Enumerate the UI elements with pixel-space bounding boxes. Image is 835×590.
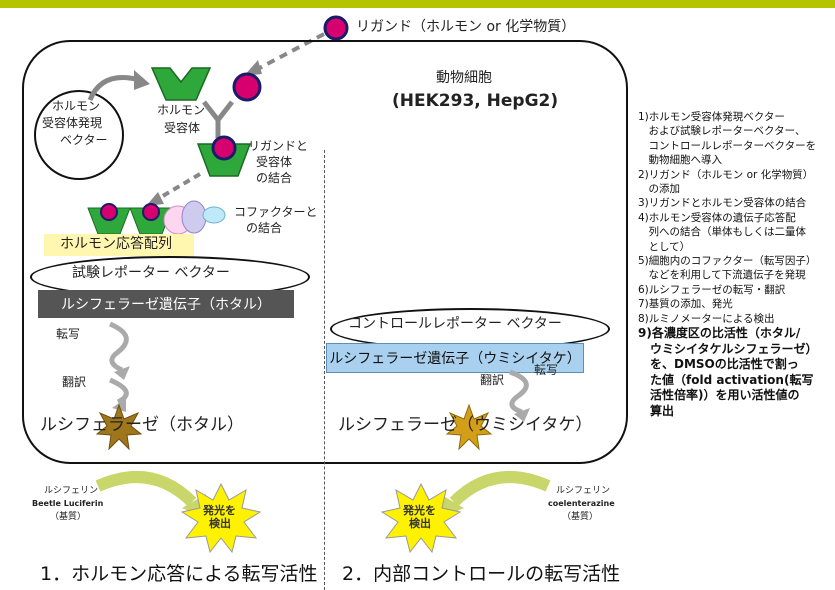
step-item: の添加	[638, 183, 680, 196]
cofactor-label-1: コファクターと	[234, 205, 318, 219]
ligand-icon	[232, 72, 262, 102]
transcription-arrow-icon	[509, 369, 530, 422]
cofactor-icon	[163, 200, 226, 235]
step-item-bold: ウミシイタケルシフェラーゼ）	[638, 341, 818, 356]
binding-label-3: の結合	[256, 171, 293, 185]
caption-right: 2．内部コントロールの転写活性	[342, 563, 621, 585]
receptor-vector-line2: 受容体発現	[42, 116, 103, 130]
detect-label-right-2: 検出	[409, 517, 431, 530]
substrate-left-name: Beetle Luciferin	[32, 499, 104, 508]
curved-arrow-icon	[87, 70, 150, 102]
step-item: 列への結合（単体もしくは二量体	[638, 226, 806, 239]
step-item: および試験レポーターベクター、	[638, 125, 806, 138]
step-item-bold: 9)各濃度区の比活性（ホタル/	[638, 326, 801, 341]
bound-receptor-icon	[196, 135, 252, 177]
step-item: 1)ホルモン受容体発現ベクター	[638, 111, 785, 123]
arrow-icon	[202, 100, 234, 138]
receptor-label-2: 受容体	[164, 121, 201, 135]
response-element-label: ホルモン応答配列	[60, 236, 172, 252]
firefly-luciferase-label: ルシフェラーゼ（ホタル）	[40, 415, 244, 435]
transcription-arrow-icon	[108, 321, 130, 412]
step-item-bold: を、DMSOの比活性で割っ	[638, 357, 799, 372]
receptor-vector-line3: ベクター	[60, 133, 108, 147]
step-item: 5)細胞内のコファクター（転写因子）	[638, 255, 817, 268]
cell-lines: (HEK293, HepG2)	[392, 91, 559, 111]
step-item-bold: 算出	[638, 403, 675, 418]
control-vector-label: コントロールレポーター ベクター	[348, 316, 562, 332]
step-item: 6)ルシフェラーゼの転写・翻訳	[638, 283, 786, 296]
ligand-label: リガンド（ホルモン or 化学物質）	[356, 19, 576, 35]
cofactor-label-2: の結合	[246, 221, 283, 235]
step-item: として）	[638, 240, 691, 253]
step-item: 7)基質の添加、発光	[638, 298, 733, 311]
step-item: 動物細胞へ導入	[638, 154, 722, 167]
receptor-label-1: ホルモン	[157, 103, 206, 117]
receptor-vector-circle	[34, 90, 124, 180]
receptor-dimer-icon	[87, 203, 173, 235]
step-item: などを利用して下流遺伝子を発現	[638, 269, 806, 282]
detect-label-right-1: 発光を	[403, 504, 436, 517]
test-vector-label: 試験レポーター ベクター	[72, 265, 230, 281]
response-element-box	[44, 234, 194, 256]
step-item: 3)リガンドとホルモン受容体の結合	[638, 197, 807, 210]
caption-left: 1．ホルモン応答による転写活性	[40, 563, 318, 585]
receptor-icon	[150, 67, 212, 101]
renilla-luciferase-label: ルシフェラーゼ（ウミシイタケ）	[338, 415, 593, 435]
step-item: コントロールレポーターベクターを	[638, 139, 817, 152]
substrate-right-note: （基質）	[562, 512, 599, 522]
ligand-dashed-arrow	[244, 32, 325, 76]
transcription-label-left: 転写	[56, 327, 81, 341]
dashed-arrow-icon	[146, 172, 202, 206]
detect-label-left-2: 検出	[209, 517, 231, 530]
top-accent-bar	[0, 0, 835, 8]
light-burst-icon	[180, 482, 262, 554]
ligand-icon	[322, 14, 350, 42]
translation-label-right: 翻訳	[480, 373, 505, 387]
substrate-right-title: ルシフェリン	[556, 486, 611, 496]
substrate-left-title: ルシフェリン	[44, 486, 99, 496]
cell-title: 動物細胞	[436, 70, 492, 86]
step-item-bold: 活性倍率)）を用い活性値の	[638, 388, 800, 403]
detect-label-left-1: 発光を	[203, 504, 236, 517]
substrate-right-name: coelenterazine	[548, 499, 615, 508]
center-divider	[324, 150, 325, 590]
step-item: 2)リガンド（ホルモン or 化学物質）	[638, 168, 814, 181]
transcription-label-right: 転写	[534, 363, 559, 377]
firefly-luciferase-icon	[96, 404, 142, 450]
renilla-gene-bar: ルシフェラーゼ遺伝子（ウミシイタケ）	[326, 343, 584, 373]
renilla-luciferase-icon	[446, 404, 492, 450]
step-item: 4)ホルモン受容体の遺伝子応答配	[638, 211, 796, 224]
animal-cell	[22, 40, 628, 464]
light-burst-icon	[380, 482, 462, 554]
binding-label-1: リガンドと	[248, 139, 309, 153]
translation-label-left: 翻訳	[62, 375, 87, 389]
binding-label-2: 受容体	[256, 155, 293, 169]
firefly-gene-bar: ルシフェラーゼ遺伝子（ホタル）	[38, 290, 294, 318]
receptor-vector-line1: ホルモン	[52, 99, 101, 113]
step-item-bold: た値（fold activation(転写	[638, 372, 814, 387]
step-list: 1)ホルモン受容体発現ベクター および試験レポーターベクター、 コントロールレポ…	[638, 110, 833, 419]
step-item: 8)ルミノメーターによる検出	[638, 312, 775, 325]
substrate-left-note: （基質）	[50, 512, 87, 522]
